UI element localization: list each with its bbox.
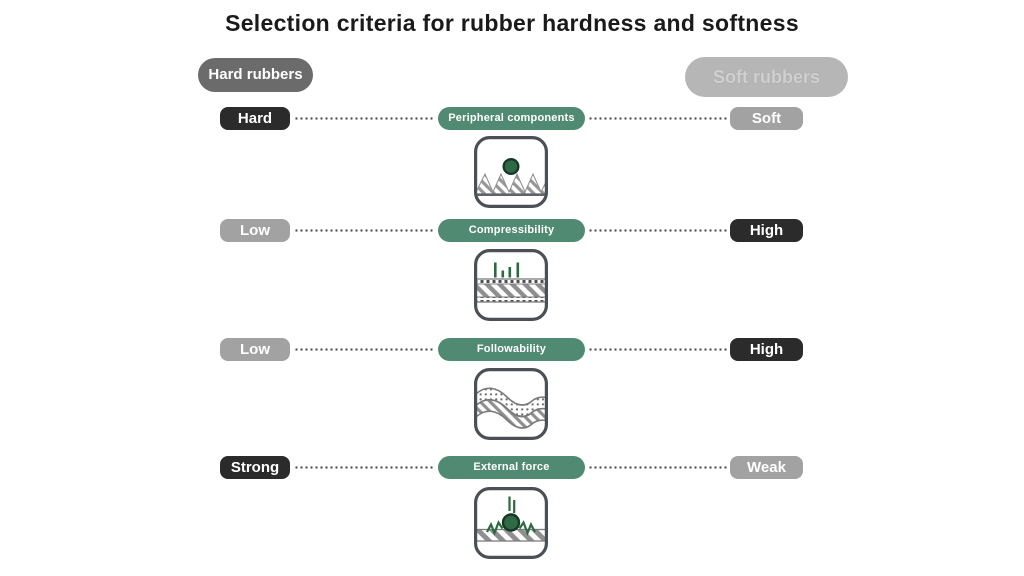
- compressibility-icon: [474, 249, 549, 322]
- dotted-connector: [588, 466, 728, 469]
- right-pill-soft: Soft: [730, 107, 803, 130]
- left-pill-low: Low: [220, 219, 290, 242]
- left-pill-hard: Hard: [220, 107, 290, 130]
- page-title: Selection criteria for rubber hardness a…: [225, 10, 799, 36]
- dotted-connector: [588, 117, 728, 120]
- dotted-connector: [588, 348, 728, 351]
- center-pill-compressibility: Compressibility: [438, 219, 585, 242]
- external-force-icon: [474, 487, 549, 560]
- left-pill-strong: Strong: [220, 456, 290, 479]
- followability-icon: [474, 368, 549, 441]
- center-pill-followability: Followability: [438, 338, 585, 361]
- dotted-connector: [294, 117, 435, 120]
- dotted-connector: [294, 229, 435, 232]
- right-pill-weak: Weak: [730, 456, 803, 479]
- center-pill-external-force: External force: [438, 456, 585, 479]
- right-pill-high: High: [730, 219, 803, 242]
- dotted-connector: [588, 229, 728, 232]
- dotted-connector: [294, 466, 435, 469]
- right-pill-high: High: [730, 338, 803, 361]
- dotted-connector: [294, 348, 435, 351]
- hard-rubbers-header-pill: Hard rubbers: [198, 58, 313, 92]
- left-pill-low: Low: [220, 338, 290, 361]
- soft-rubbers-header-pill: Soft rubbers: [685, 57, 848, 97]
- peripheral-components-icon: [474, 136, 549, 209]
- center-pill-peripheral-components: Peripheral components: [438, 107, 585, 130]
